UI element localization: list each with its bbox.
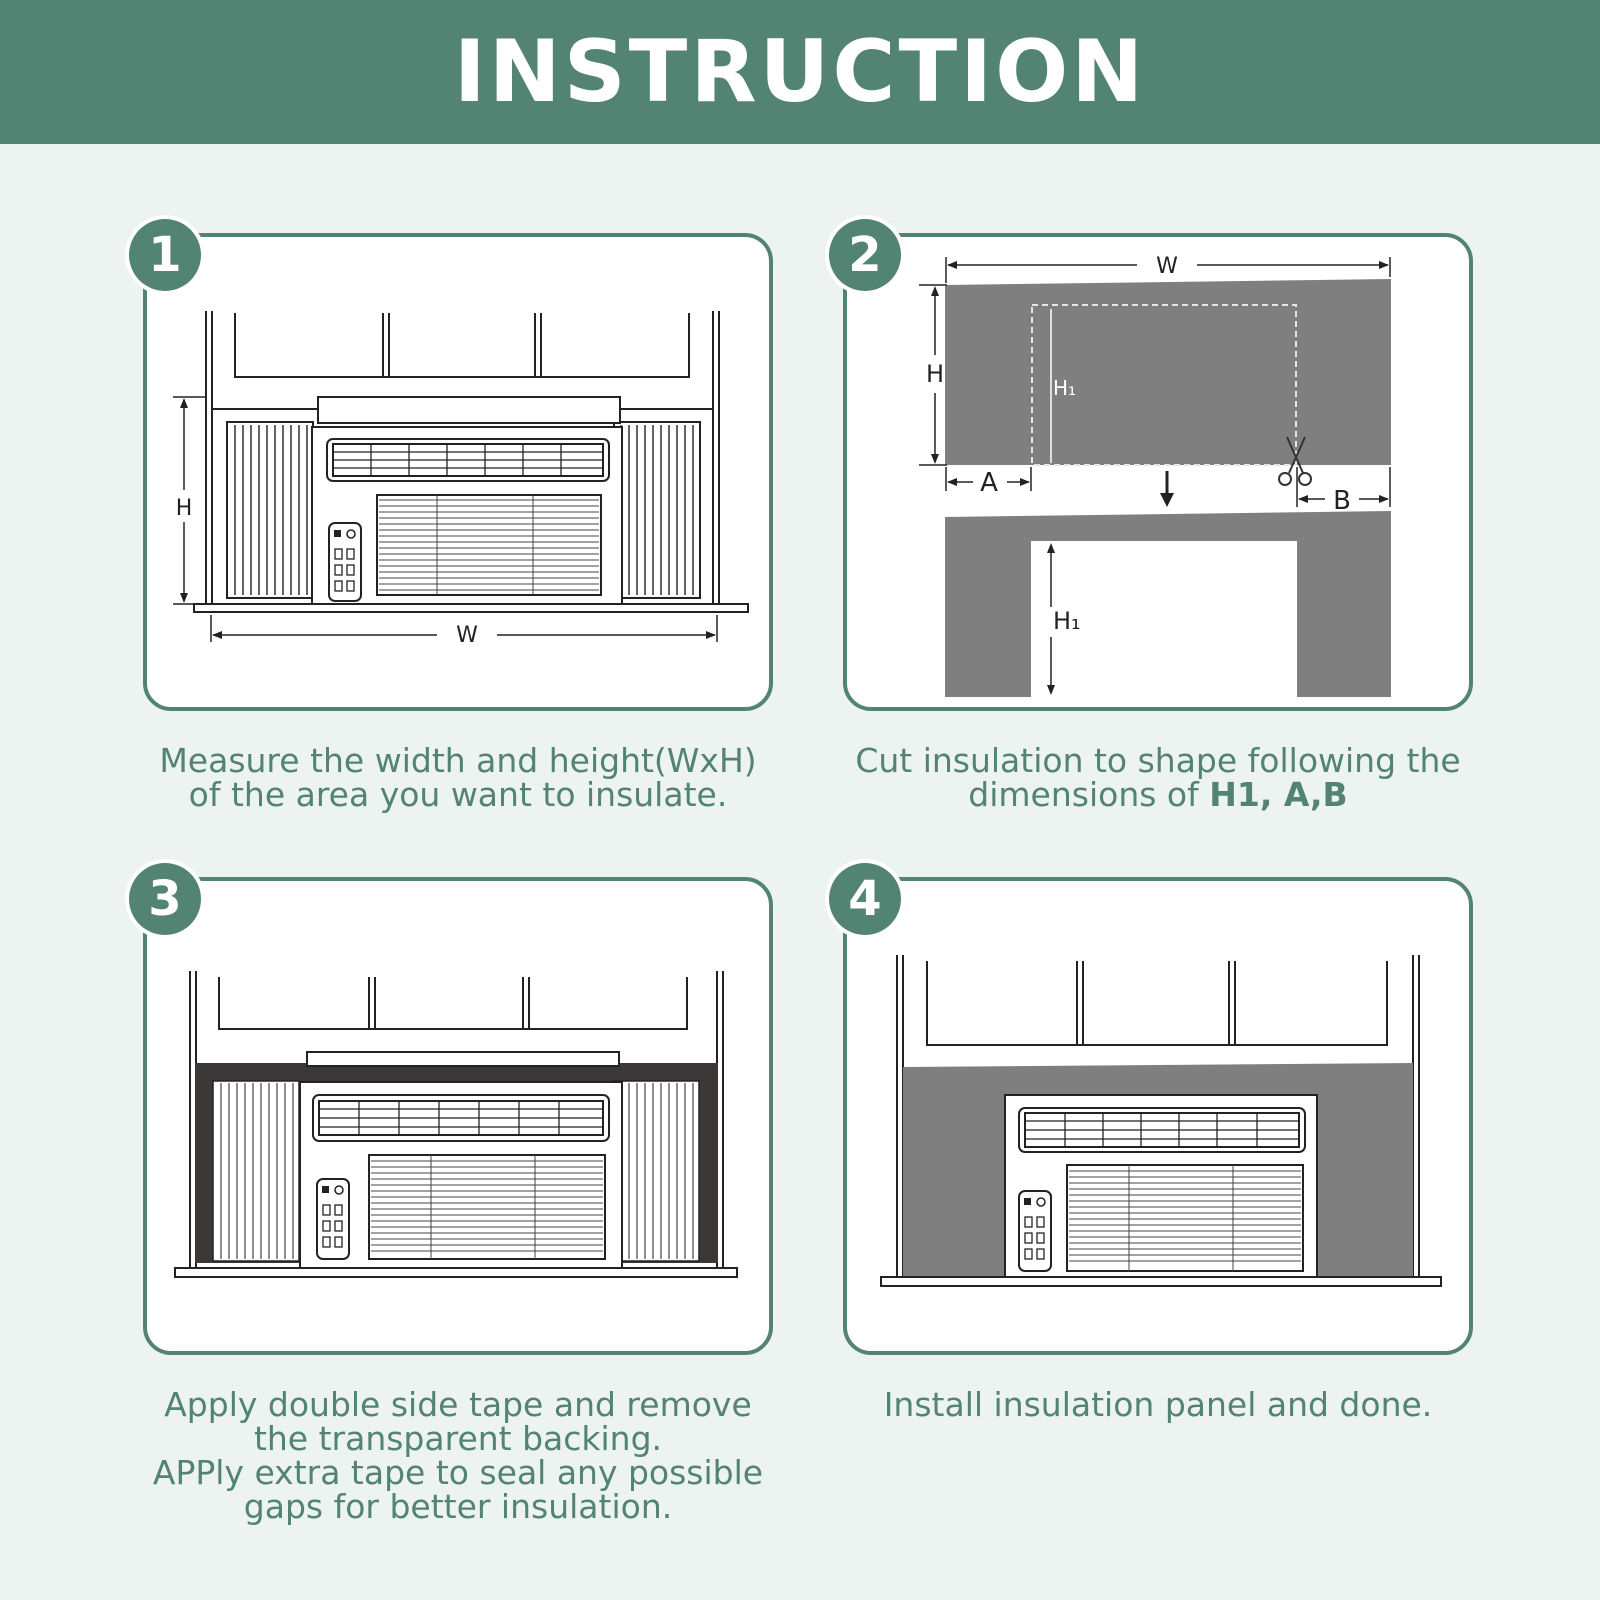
step-2-caption-bold: H1, A,B: [1209, 775, 1348, 814]
step-1-badge: 1: [125, 215, 205, 295]
step-1-w-label: W: [456, 623, 478, 648]
step-1-number: 1: [129, 219, 201, 291]
step-2-caption-prefix: dimensions of: [968, 775, 1210, 814]
step-1-card: H W 1: [125, 215, 773, 711]
step-2-badge: 2: [825, 215, 905, 295]
step-2-card: W H H₁ A B: [825, 215, 1473, 711]
header-banner: INSTRUCTION: [0, 0, 1600, 144]
step-2-caption-line: dimensions of H1, A,B: [808, 778, 1508, 812]
step-3-caption-line: Apply double side tape and remove: [164, 1385, 752, 1424]
step-3-card: 3: [125, 859, 773, 1355]
step-1-caption-line: Measure the width and height(WxH): [159, 741, 757, 780]
step-3-caption-line: APPly extra tape to seal any possible: [152, 1453, 764, 1492]
step-3-illustration: [174, 971, 738, 1278]
step-3-caption-line: gaps for better insulation.: [243, 1487, 673, 1526]
step-2-h1-label-top: H₁: [1053, 376, 1076, 400]
cut-outline: [1031, 304, 1297, 466]
step-3-badge: 3: [125, 859, 205, 939]
step-1-illustration: H W: [173, 311, 749, 648]
step-4-number: 4: [829, 863, 901, 935]
step-2-b-label: B: [1333, 486, 1351, 516]
step-2-caption: Cut insulation to shape following the di…: [808, 744, 1508, 812]
step-3-caption-line: the transparent backing.: [253, 1419, 663, 1458]
step-3-caption: Apply double side tape and remove the tr…: [108, 1388, 808, 1524]
step-1-caption-line: of the area you want to insulate.: [188, 775, 728, 814]
arrow-down-icon: [1160, 493, 1174, 507]
step-1-caption: Measure the width and height(WxH) of the…: [108, 744, 808, 812]
step-2-illustration: W H H₁ A B: [919, 254, 1391, 697]
step-4-caption: Install insulation panel and done.: [808, 1388, 1508, 1422]
step-2-h-label: H: [926, 360, 944, 388]
step-2-number: 2: [829, 219, 901, 291]
step-4-illustration: [880, 955, 1442, 1287]
step-2-a-label: A: [980, 468, 998, 498]
step-1-h-label: H: [176, 496, 193, 521]
step-2-h1-label-bottom: H₁: [1053, 607, 1081, 635]
step-2-caption-line: Cut insulation to shape following the: [855, 741, 1461, 780]
step-3-number: 3: [129, 863, 201, 935]
scissors-icon: [1278, 436, 1312, 486]
page-title: INSTRUCTION: [453, 22, 1147, 122]
step-4-card: 4: [825, 859, 1473, 1355]
insulation-sheet: [945, 279, 1391, 465]
step-4-caption-line: Install insulation panel and done.: [883, 1385, 1433, 1424]
cut-panel: [945, 511, 1391, 697]
step-4-badge: 4: [825, 859, 905, 939]
step-2-w-label: W: [1156, 254, 1178, 279]
